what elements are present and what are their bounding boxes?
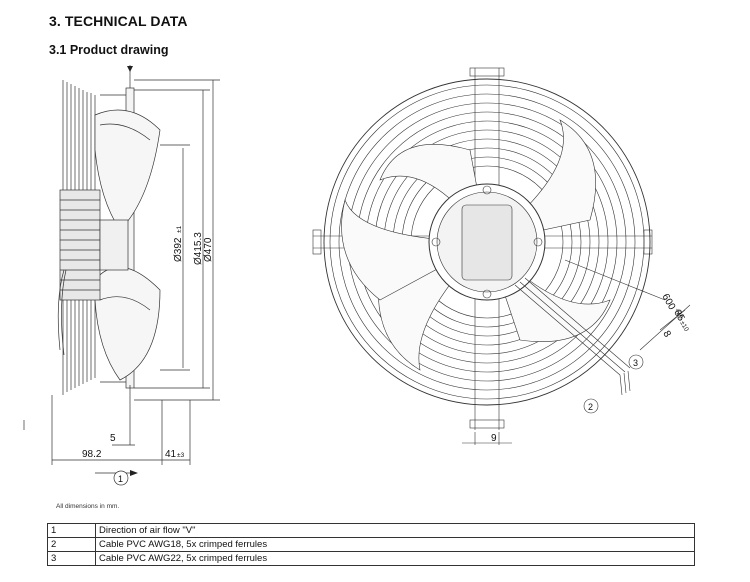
dim-mid-diameter-label: Ø415.3: [193, 232, 204, 265]
dim-strip-length-label: 85: [671, 308, 686, 324]
side-view-labels: 5 98.2 41 ±3 1 Ø392 ±1 Ø415.3 Ø470: [82, 225, 214, 484]
legend-table: 1 Direction of air flow "V" 2 Cable PVC …: [47, 523, 695, 566]
side-view: [23, 65, 220, 486]
front-view: [312, 67, 691, 445]
dim-depth-label: 98.2: [82, 449, 102, 460]
dim-cable-length-tolerance: +20: [673, 307, 685, 320]
legend-text: Direction of air flow "V": [95, 523, 695, 538]
dim-grille-tolerance: ±3: [177, 452, 185, 459]
front-view-labels: 9 2 3 600 +20 85 ±10 8: [491, 292, 690, 444]
table-row: 2 Cable PVC AWG18, 5x crimped ferrules: [47, 537, 695, 552]
table-row: 1 Direction of air flow "V": [47, 523, 695, 538]
product-drawing: 5 98.2 41 ±3 1 Ø392 ±1 Ø415.3 Ø470: [23, 65, 691, 486]
legend-text: Cable PVC AWG18, 5x crimped ferrules: [95, 537, 695, 552]
dim-bracket-label: 9: [491, 433, 497, 444]
dim-offset-label: 5: [110, 433, 116, 444]
callout-2: 2: [588, 402, 593, 412]
dimensions-note: All dimensions in mm.: [56, 503, 120, 510]
dim-grille-label: 41: [165, 449, 177, 460]
dim-outer-diameter-label: Ø470: [203, 237, 214, 262]
legend-text: Cable PVC AWG22, 5x crimped ferrules: [95, 551, 695, 566]
table-row: 3 Cable PVC AWG22, 5x crimped ferrules: [47, 551, 695, 566]
dim-strip-tolerance: ±10: [678, 320, 690, 333]
dim-ferrule-label: 8: [660, 329, 673, 340]
dim-inner-tolerance: ±1: [176, 225, 183, 233]
subsection-title: 3.1 Product drawing: [49, 43, 169, 57]
legend-number: 3: [47, 551, 96, 566]
callout-3: 3: [633, 358, 638, 368]
dim-inner-diameter-label: Ø392: [173, 237, 184, 262]
callout-1: 1: [118, 474, 123, 484]
section-title: 3. TECHNICAL DATA: [49, 13, 188, 29]
legend-number: 1: [47, 523, 96, 538]
legend-number: 2: [47, 537, 96, 552]
